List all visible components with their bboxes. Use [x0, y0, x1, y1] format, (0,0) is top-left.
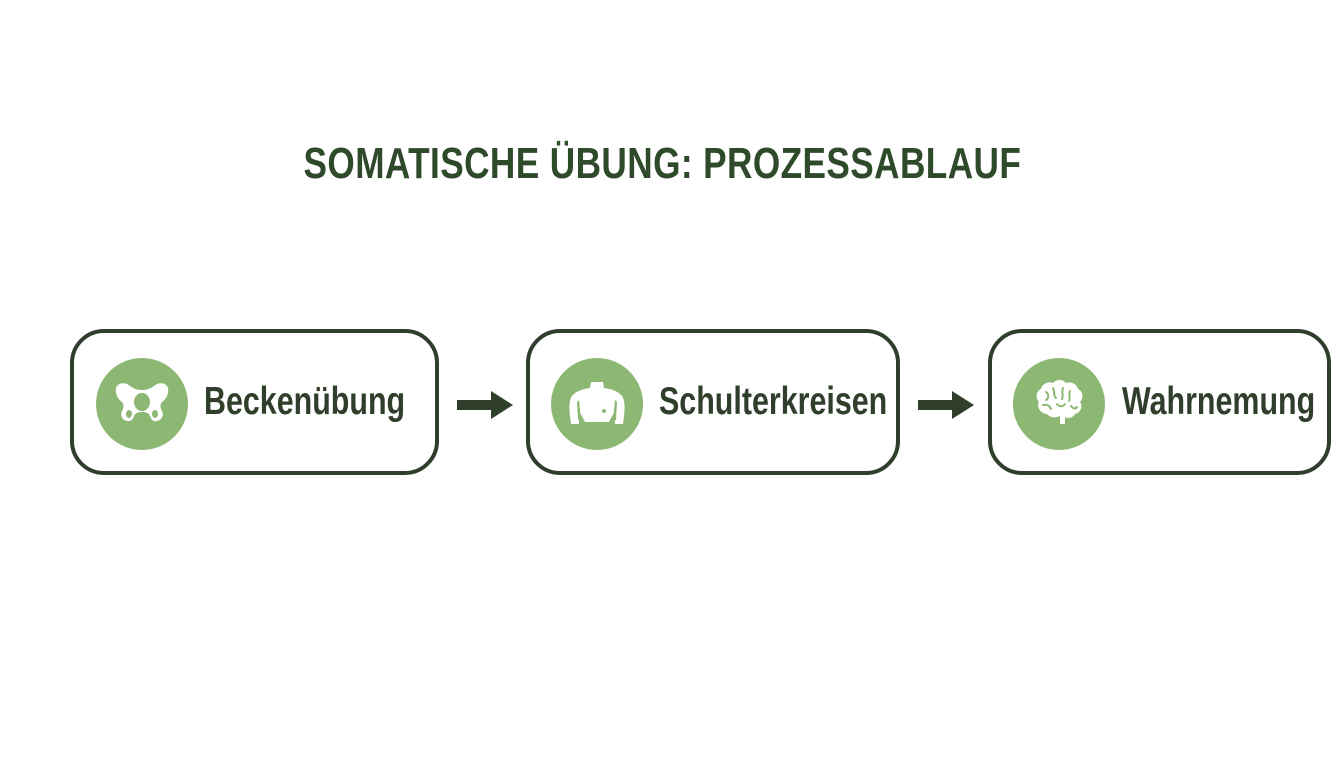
arrow-right-icon [918, 391, 974, 419]
process-step-beckenuebung: Beckenübung [70, 329, 439, 475]
diagram-title: SOMATISCHE ÜBUNG: PROZESSABLAUF [303, 139, 1022, 188]
pelvis-icon [96, 358, 188, 450]
brain-icon [1013, 358, 1105, 450]
step-label: Schulterkreisen [659, 380, 888, 423]
shoulders-icon [551, 358, 643, 450]
step-label: Wahrnemung [1122, 380, 1316, 423]
process-step-schulterkreisen: Schulterkreisen [526, 329, 900, 475]
step-label: Beckenübung [204, 380, 406, 423]
process-step-wahrnemung: Wahrnemung [988, 329, 1331, 475]
arrow-right-icon [457, 391, 513, 419]
